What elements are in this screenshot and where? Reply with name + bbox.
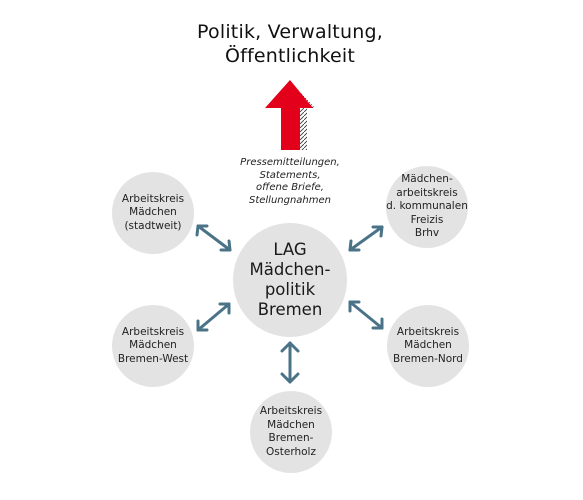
node-freizis: Mädchen- arbeitskreis d. kommunalen Frei…	[386, 166, 468, 248]
node-stadtweit-label-1: Arbeitskreis	[121, 192, 185, 205]
node-west-label-2: Mädchen	[129, 339, 177, 352]
double-arrow-freizis-icon	[348, 225, 384, 252]
annotation-line-3: offene Briefe,	[256, 182, 324, 193]
title-line-1: Politik, Verwaltung,	[197, 21, 383, 43]
node-osterholz-label-2: Mädchen	[267, 418, 315, 431]
double-arrow-stadtweit-icon	[195, 224, 232, 252]
double-arrow-west-icon	[196, 302, 231, 332]
node-stadtweit-label-3: (stadtweit)	[124, 219, 182, 232]
node-nord-label-1: Arbeitskreis	[396, 325, 460, 338]
node-freizis-label-4: Freizis	[410, 213, 444, 226]
center-label-2: Mädchen-	[249, 260, 331, 279]
double-arrow-osterholz-icon	[280, 341, 300, 384]
node-stadtweit-label-2: Mädchen	[129, 206, 177, 219]
title-line-2: Öffentlichkeit	[224, 45, 356, 67]
node-nord-label-2: Mädchen	[404, 339, 452, 352]
node-west-label-1: Arbeitskreis	[121, 325, 185, 338]
node-west: Arbeitskreis Mädchen Bremen-West	[112, 305, 194, 387]
node-nord: Arbeitskreis Mädchen Bremen-Nord	[387, 305, 469, 387]
annotation-line-4: Stellungnahmen	[248, 194, 332, 206]
node-freizis-label-2: arbeitskreis	[396, 186, 458, 199]
node-osterholz-label-1: Arbeitskreis	[259, 405, 323, 417]
annotation-line-1: Pressemitteilungen,	[240, 157, 340, 168]
node-freizis-label-1: Mädchen-	[401, 173, 453, 186]
double-arrow-nord-icon	[348, 300, 384, 330]
node-osterholz: Arbeitskreis Mädchen Bremen- Osterholz	[250, 391, 332, 473]
center-label-4: Bremen	[257, 300, 323, 319]
center-node-lag: LAG Mädchen- politik Bremen	[233, 223, 347, 337]
center-label-3: politik	[264, 280, 316, 299]
annotation-line-2: Statements,	[259, 169, 321, 181]
node-nord-label-3: Bremen-Nord	[393, 352, 463, 365]
node-osterholz-label-3: Bremen-	[268, 432, 314, 444]
node-stadtweit: Arbeitskreis Mädchen (stadtweit)	[112, 172, 194, 254]
center-label-1: LAG	[273, 240, 307, 259]
node-osterholz-label-4: Osterholz	[266, 445, 316, 458]
up-arrow-icon	[265, 80, 315, 150]
node-freizis-label-3: d. kommunalen	[386, 200, 468, 213]
node-freizis-label-5: Brhv	[414, 227, 440, 240]
node-west-label-3: Bremen-West	[117, 352, 189, 365]
